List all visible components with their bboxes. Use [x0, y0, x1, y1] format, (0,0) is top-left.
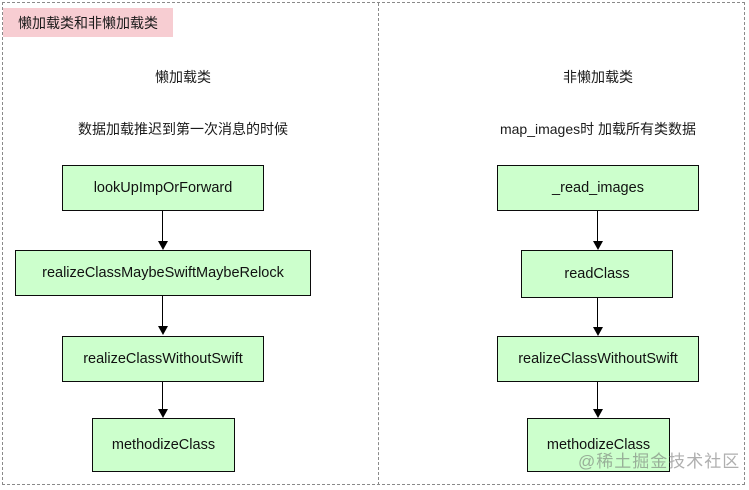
node-realizeclassmaybeswiftmayberelock[interactable]: realizeClassMaybeSwiftMaybeRelock [15, 250, 311, 296]
arrow-head-lazy-3 [158, 409, 168, 418]
node-read-images[interactable]: _read_images [497, 165, 699, 211]
node-methodizeclass-lazy[interactable]: methodizeClass [92, 418, 235, 472]
node-realizeclasswithoutswift-nonlazy[interactable]: realizeClassWithoutSwift [497, 336, 699, 382]
arrow-stem-nonlazy-2 [597, 298, 598, 328]
node-label: realizeClassMaybeSwiftMaybeRelock [42, 265, 284, 281]
node-methodizeclass-nonlazy[interactable]: methodizeClass [527, 418, 670, 472]
non-lazy-column-heading: 非懒加载类 [563, 69, 633, 85]
arrow-head-lazy-1 [158, 241, 168, 250]
node-label: methodizeClass [111, 437, 216, 453]
arrow-head-lazy-2 [158, 326, 168, 335]
node-lookupimporforward[interactable]: lookUpImpOrForward [62, 165, 264, 211]
lazy-column-heading: 懒加载类 [155, 69, 211, 85]
arrow-head-nonlazy-2 [593, 327, 603, 336]
lazy-column-subheading: 数据加载推迟到第一次消息的时候 [78, 121, 288, 137]
node-label: methodizeClass [546, 437, 651, 453]
node-label: readClass [564, 266, 630, 282]
node-label: lookUpImpOrForward [93, 180, 233, 196]
arrow-stem-lazy-2 [162, 296, 163, 327]
title-badge: 懒加载类和非懒加载类 [3, 8, 173, 37]
node-realizeclasswithoutswift[interactable]: realizeClassWithoutSwift [62, 336, 264, 382]
column-divider-dashed-line [378, 3, 379, 485]
arrow-head-nonlazy-1 [593, 241, 603, 250]
node-readclass[interactable]: readClass [521, 250, 673, 298]
node-label: realizeClassWithoutSwift [83, 351, 243, 367]
title-badge-label: 懒加载类和非懒加载类 [18, 14, 158, 31]
non-lazy-column-subheading: map_images时 加载所有类数据 [499, 121, 697, 137]
node-label: _read_images [552, 180, 644, 196]
arrow-head-nonlazy-3 [593, 409, 603, 418]
outer-dashed-frame [2, 2, 745, 485]
arrow-stem-nonlazy-3 [597, 382, 598, 410]
arrow-stem-nonlazy-1 [597, 211, 598, 242]
arrow-stem-lazy-1 [162, 211, 163, 242]
arrow-stem-lazy-3 [162, 382, 163, 410]
node-label: realizeClassWithoutSwift [518, 351, 678, 367]
